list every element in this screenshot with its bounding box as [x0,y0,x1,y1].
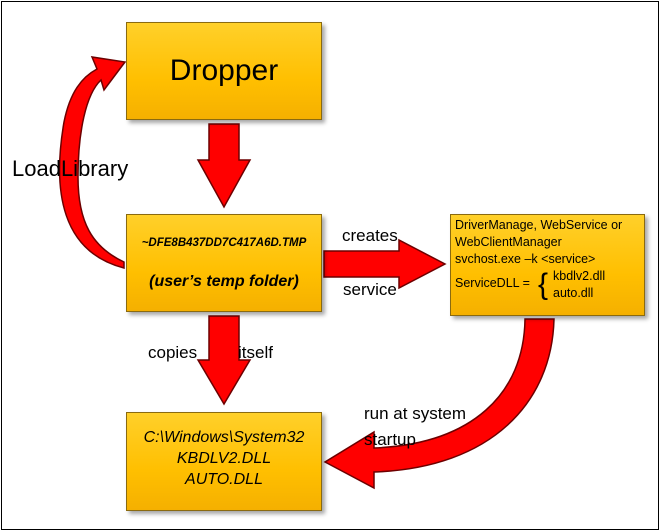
temp-location: (user’s temp folder) [149,273,299,290]
edge-label-run-at: run at system [364,404,467,423]
edge-label-creates: creates [342,226,398,245]
system32-path: C:\Windows\System32 [143,429,305,446]
service-line-2: WebClientManager [455,235,562,249]
dropper-label: Dropper [169,54,279,87]
arrow-temp-to-system32 [196,315,252,406]
service-line-3: svchost.exe –k <service> [455,252,596,266]
arrow-startup-curve [323,318,555,490]
arrow-temp-to-service [323,238,447,290]
system32-box: C:\Windows\System32 KBDLV2.DLL AUTO.DLL [126,412,322,511]
edge-label-itself: itself [238,343,273,362]
system32-file: AUTO.DLL [185,471,263,488]
service-line-1: DriverManage, WebService or [455,218,623,232]
service-dll-item: auto.dll [553,286,594,300]
temp-filename: ~DFE8B437DD7C417A6D.TMP [141,237,307,249]
system32-file: KBDLV2.DLL [176,450,272,467]
service-dll-list: kbdlv2.dll auto.dll [553,268,605,302]
service-dll-label: ServiceDLL = [455,276,530,290]
arrow-dropper-to-temp [196,123,252,209]
brace-icon: { [538,268,549,301]
service-dll-item: kbdlv2.dll [553,269,606,283]
dropper-box: Dropper [126,22,322,120]
edge-label-loadlibrary: LoadLibrary [12,156,129,181]
temp-file-box: ~DFE8B437DD7C417A6D.TMP (user’s temp fol… [126,214,322,312]
service-dll-row: ServiceDLL = { kbdlv2.dll auto.dll [455,268,644,302]
edge-label-service: service [343,280,397,299]
edge-label-startup: startup [364,430,416,449]
service-box: DriverManage, WebService or WebClientMan… [450,214,645,316]
edge-label-copies: copies [148,343,198,362]
arrow-loadlibrary-curve [58,56,127,269]
